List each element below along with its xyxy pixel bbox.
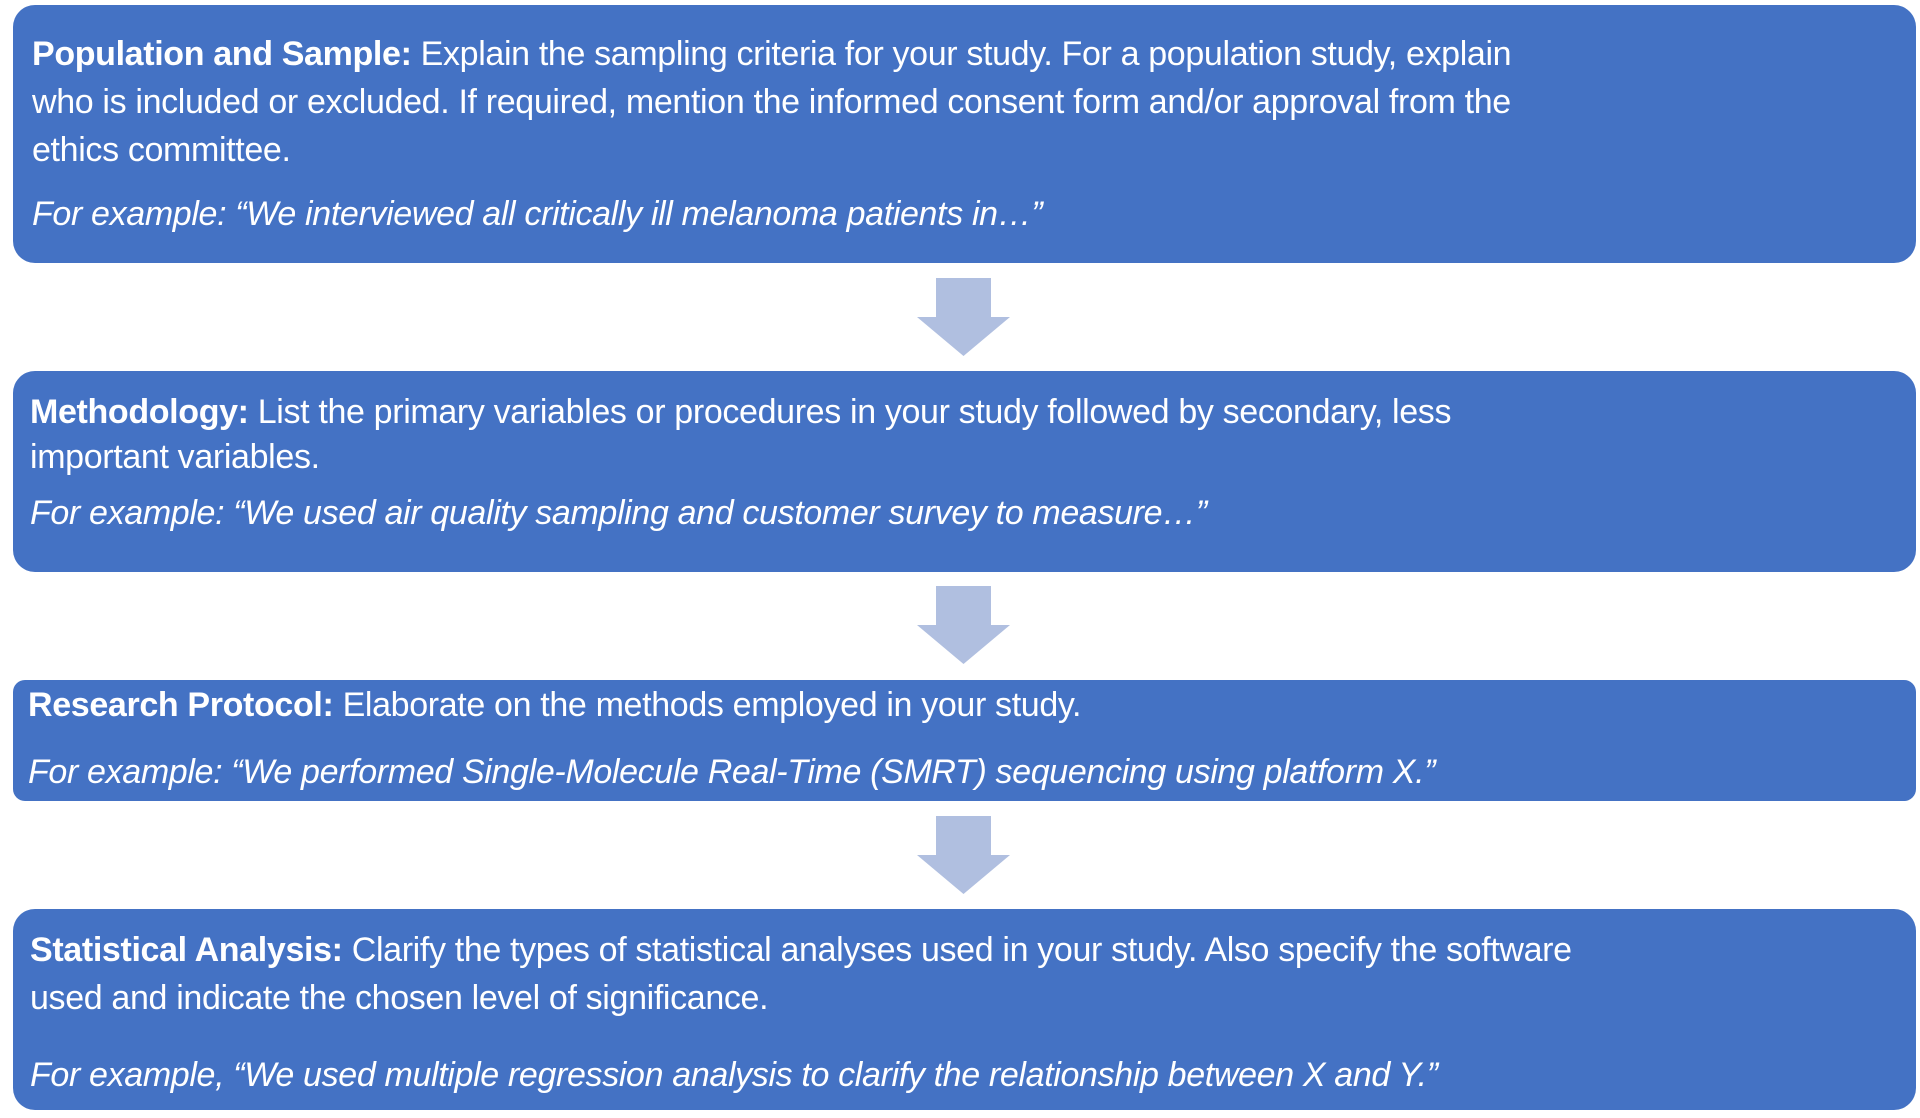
step-statistical-analysis: Statistical Analysis: Clarify the types … bbox=[13, 909, 1916, 1110]
step-example: For example, “We used multiple regressio… bbox=[30, 1056, 1438, 1094]
step-description-line: Statistical Analysis: Clarify the types … bbox=[30, 930, 1572, 970]
step-description-line: Methodology: List the primary variables … bbox=[30, 392, 1451, 432]
step-example: For example: “We interviewed all critica… bbox=[32, 195, 1043, 233]
step-population-and-sample: Population and Sample: Explain the sampl… bbox=[13, 5, 1916, 263]
step-description: List the primary variables or procedures… bbox=[248, 393, 1452, 431]
step-description-line: important variables. bbox=[30, 438, 320, 476]
step-example: For example: “We used air quality sampli… bbox=[30, 494, 1207, 532]
step-heading: Statistical Analysis: bbox=[30, 931, 343, 969]
down-arrow-icon bbox=[917, 278, 1010, 356]
step-description-line: used and indicate the chosen level of si… bbox=[30, 979, 769, 1017]
step-description-line: who is included or excluded. If required… bbox=[32, 83, 1511, 121]
step-description: Clarify the types of statistical analyse… bbox=[342, 931, 1572, 969]
step-heading: Population and Sample: bbox=[32, 35, 412, 73]
down-arrow-icon bbox=[917, 586, 1010, 664]
step-example: For example: “We performed Single-Molecu… bbox=[28, 753, 1436, 791]
step-research-protocol: Research Protocol: Elaborate on the meth… bbox=[13, 680, 1916, 801]
step-description-line: Population and Sample: Explain the sampl… bbox=[32, 34, 1512, 74]
step-description-line: Research Protocol: Elaborate on the meth… bbox=[28, 685, 1081, 725]
step-description-line: ethics committee. bbox=[32, 131, 291, 169]
step-description: Elaborate on the methods employed in you… bbox=[333, 686, 1082, 724]
step-description: Explain the sampling criteria for your s… bbox=[411, 35, 1512, 73]
step-methodology: Methodology: List the primary variables … bbox=[13, 371, 1916, 572]
step-heading: Methodology: bbox=[30, 393, 249, 431]
step-heading: Research Protocol: bbox=[28, 686, 334, 724]
down-arrow-icon bbox=[917, 816, 1010, 894]
